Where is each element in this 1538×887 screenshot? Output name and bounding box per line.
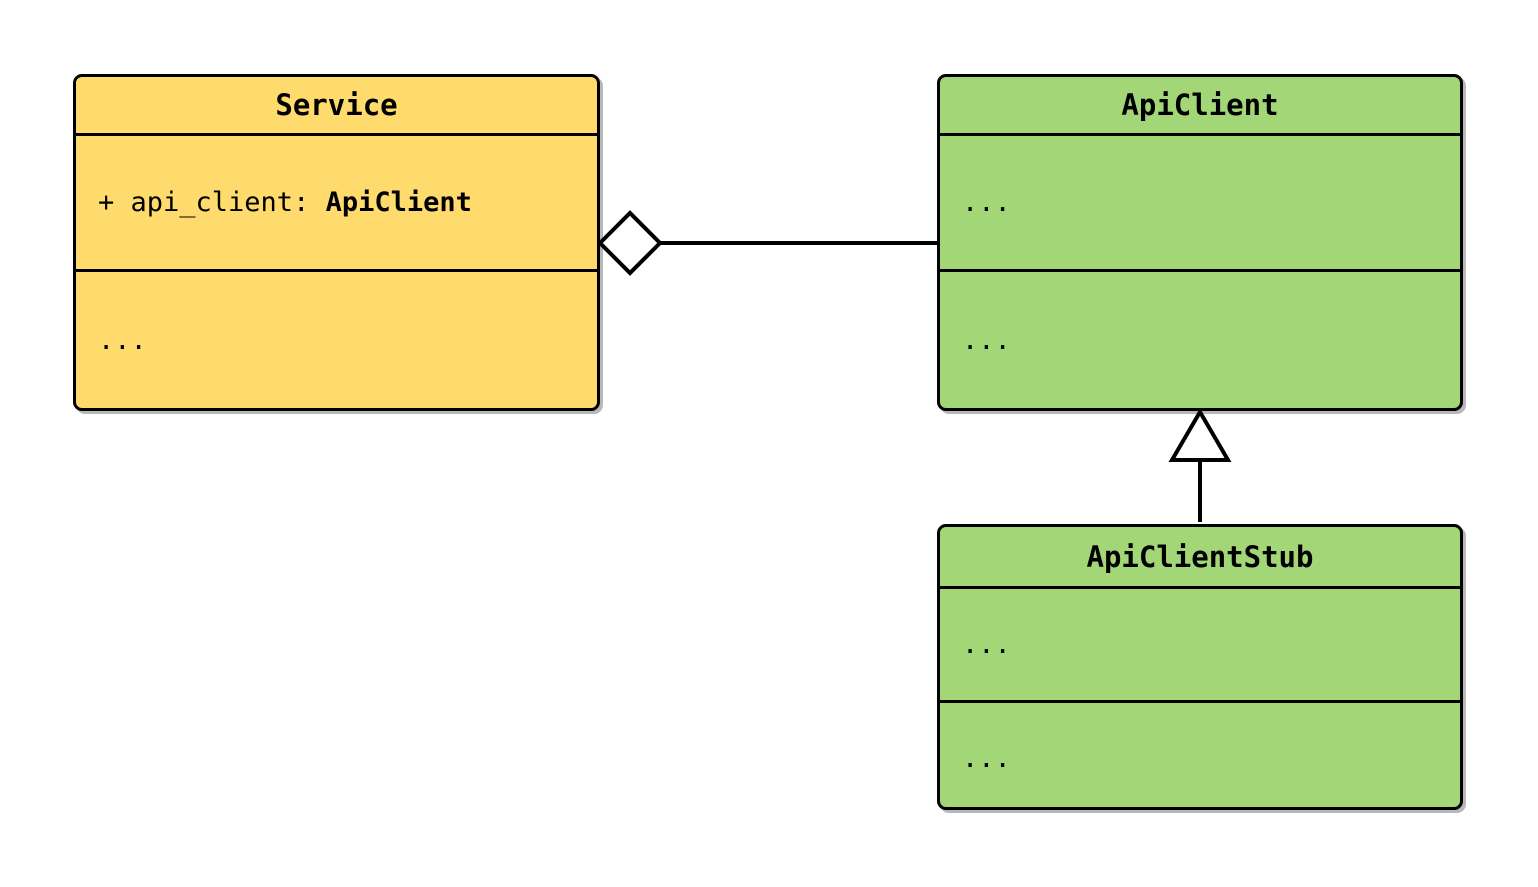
class-title-compartment-apiclient: ApiClient bbox=[940, 77, 1460, 136]
relationship-aggregation-service-apiclient[interactable] bbox=[597, 210, 939, 276]
class-title-compartment-service: Service bbox=[76, 77, 597, 136]
class-operations-compartment-apiclientstub: ... bbox=[940, 703, 1460, 807]
attribute-api-client: + api_client: ApiClient bbox=[98, 189, 472, 216]
class-box-apiclientstub[interactable]: ApiClientStub ... ... bbox=[937, 524, 1463, 810]
operations-ellipsis-service: ... bbox=[98, 324, 147, 356]
class-attributes-compartment-service: + api_client: ApiClient bbox=[76, 136, 597, 272]
attributes-ellipsis-apiclientstub: ... bbox=[962, 629, 1011, 660]
hollow-triangle-icon bbox=[1168, 408, 1232, 462]
attribute-api-client-label: + api_client: bbox=[98, 187, 326, 218]
class-box-service[interactable]: Service + api_client: ApiClient ... bbox=[73, 74, 600, 411]
attribute-api-client-type: ApiClient bbox=[325, 187, 472, 218]
hollow-diamond-icon bbox=[597, 210, 663, 276]
class-operations-compartment-service: ... bbox=[76, 272, 597, 408]
class-name-apiclient: ApiClient bbox=[1121, 88, 1279, 122]
class-name-service: Service bbox=[275, 88, 398, 122]
class-attributes-compartment-apiclientstub: ... bbox=[940, 589, 1460, 703]
class-box-apiclient[interactable]: ApiClient ... ... bbox=[937, 74, 1463, 411]
relationship-generalization-apiclientstub-apiclient[interactable] bbox=[1168, 408, 1232, 522]
class-operations-compartment-apiclient: ... bbox=[940, 272, 1460, 408]
attributes-ellipsis-apiclient: ... bbox=[962, 187, 1011, 218]
operations-ellipsis-apiclient: ... bbox=[962, 324, 1011, 356]
class-attributes-compartment-apiclient: ... bbox=[940, 136, 1460, 272]
class-title-compartment-apiclientstub: ApiClientStub bbox=[940, 527, 1460, 589]
class-name-apiclientstub: ApiClientStub bbox=[1086, 539, 1314, 574]
operations-ellipsis-apiclientstub: ... bbox=[962, 742, 1011, 774]
